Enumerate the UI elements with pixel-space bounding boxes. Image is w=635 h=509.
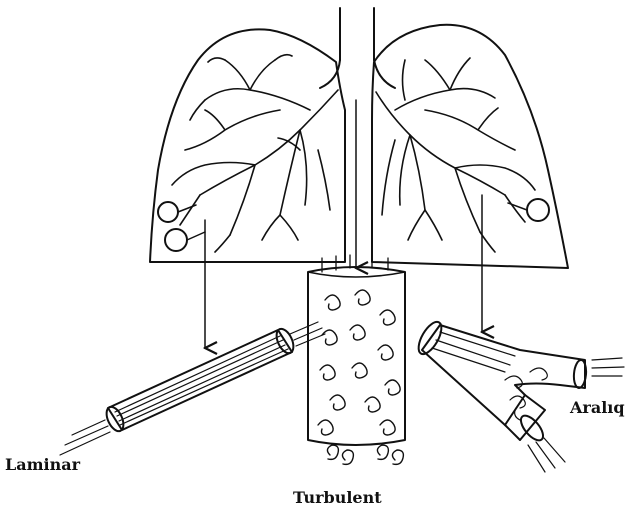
label-intermediate: Aralıq <box>569 398 625 417</box>
label-turbulent: Turbulent <box>293 488 382 507</box>
alveolus <box>158 202 178 222</box>
alveolus <box>527 199 549 221</box>
branching-tube-icon <box>414 318 624 472</box>
lungs-illustration <box>150 8 568 268</box>
right-bronchial-tree <box>376 58 535 252</box>
turbulent-tube-icon <box>308 255 405 464</box>
laminar-tube-icon <box>60 322 325 455</box>
trachea <box>340 8 374 60</box>
alveolus <box>165 229 187 251</box>
left-bronchial-tree <box>172 55 338 252</box>
right-lung <box>372 25 568 268</box>
left-lung <box>150 29 345 262</box>
label-laminar: Laminar <box>5 455 81 474</box>
